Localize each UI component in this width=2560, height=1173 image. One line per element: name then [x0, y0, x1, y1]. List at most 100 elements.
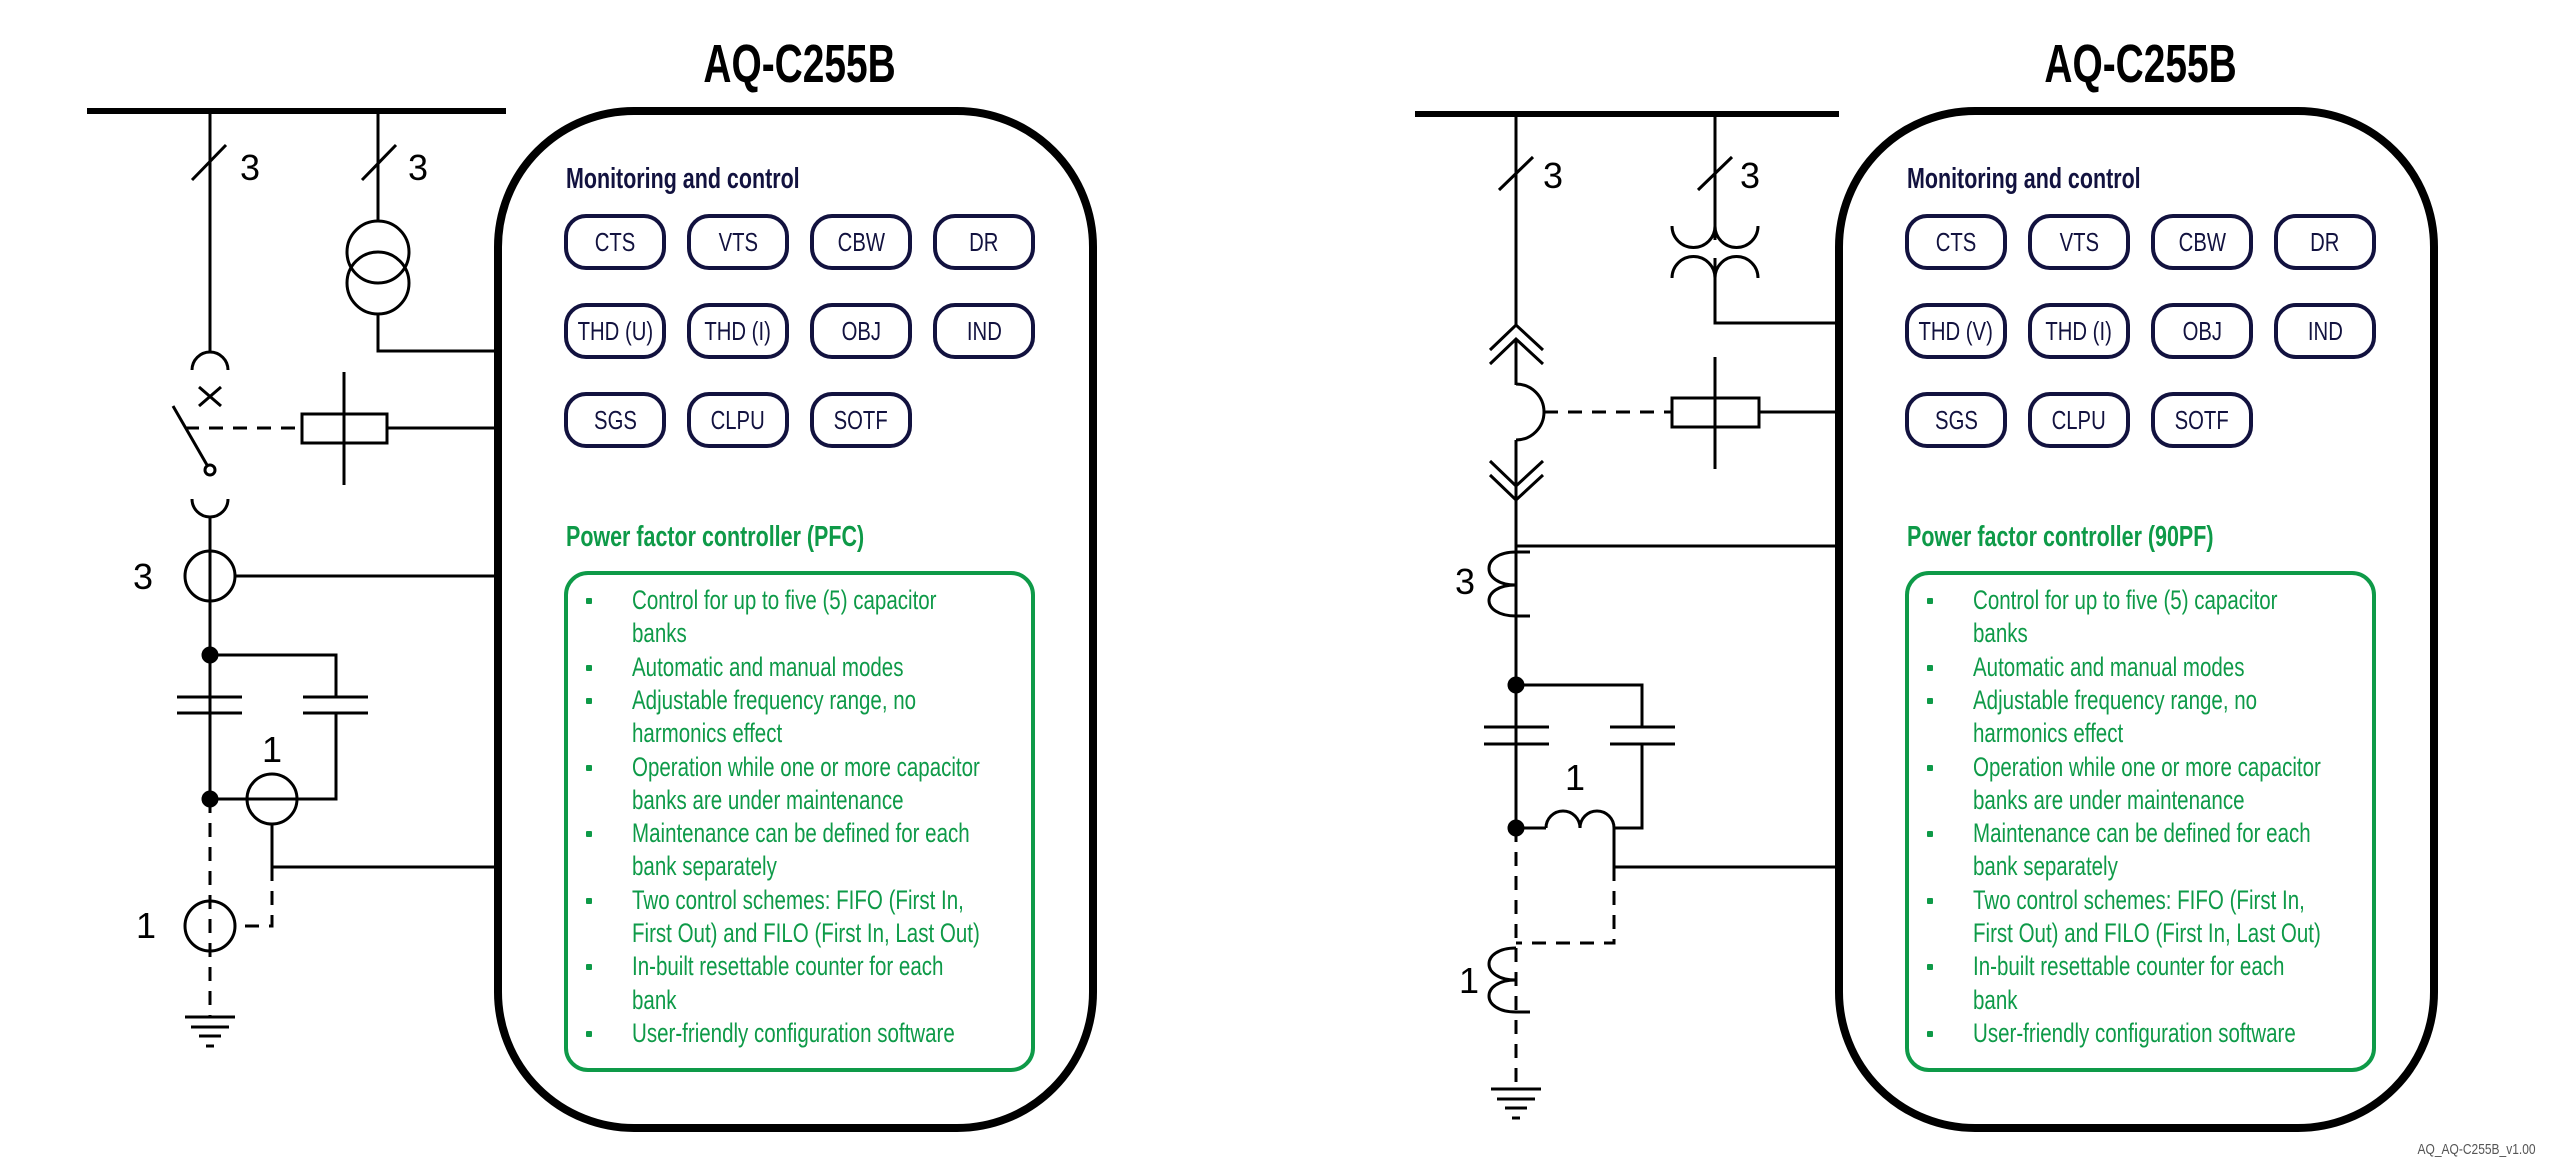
vt-wire: [1713, 258, 1839, 325]
bullet-icon: [586, 697, 592, 704]
ct-phase-label: 3: [1455, 561, 1475, 602]
function-button-label: OBJ: [2182, 315, 2222, 346]
device-title-text: AQ-C255B: [2044, 34, 2237, 94]
feature-item-line: Control for up to five (5) capacitor: [1973, 585, 2278, 615]
feature-item-line: In-built resettable counter for each: [632, 951, 944, 982]
feeder-phase-label: 3: [240, 147, 260, 188]
function-button-label: DR: [969, 226, 999, 257]
neutral-ct-label: 1: [1459, 960, 1479, 1001]
feature-item-line: User-friendly configuration software: [1973, 1017, 2296, 1048]
cross-icon: [198, 385, 222, 408]
bullet-icon: [586, 897, 592, 904]
function-button-vts[interactable]: VTS: [687, 214, 789, 270]
neutral-ct-icon: [183, 899, 237, 953]
feature-item-line: harmonics effect: [632, 718, 783, 749]
capacitor-icon: [177, 695, 368, 715]
feature-item-line: Control for up to five (5) capacitor: [632, 585, 937, 615]
function-button-label: CLPU: [2051, 404, 2107, 435]
feature-item-line: banks are under maintenance: [632, 784, 904, 815]
current-transformer-icon: [1487, 550, 1530, 618]
function-button-ind[interactable]: IND: [933, 303, 1035, 359]
function-button-label: CLPU: [710, 404, 766, 435]
bullet-icon: [586, 598, 592, 604]
device-frame: [1835, 107, 2438, 1132]
function-button-thd-i[interactable]: THD (I): [687, 303, 789, 359]
ground-icon: [185, 1015, 235, 1048]
bullet-icon: [586, 831, 592, 838]
function-button-label: SGS: [1934, 404, 1978, 435]
function-button-label: VTS: [718, 226, 758, 257]
left-schematic: 3 3 3 1 1: [87, 108, 506, 1048]
function-button-label: THD (I): [704, 315, 772, 346]
bullet-icon: [1927, 664, 1933, 671]
feature-item-line: First Out) and FILO (First In, Last Out): [632, 918, 980, 948]
ct-link-dashed: [235, 867, 274, 928]
function-button-cbw[interactable]: CBW: [810, 214, 912, 270]
breaker-icon: [1515, 382, 1546, 442]
feature-item-line: User-friendly configuration software: [632, 1017, 955, 1048]
function-button-cts[interactable]: CTS: [1905, 214, 2007, 270]
function-button-clpu[interactable]: CLPU: [687, 392, 789, 448]
function-button-obj[interactable]: OBJ: [2151, 303, 2253, 359]
feature-item-line: bank: [1973, 984, 2018, 1015]
function-button-label: IND: [966, 315, 1002, 346]
function-button-label: VTS: [2059, 226, 2099, 257]
vt-wire: [376, 314, 498, 353]
function-button-label: OBJ: [841, 315, 881, 346]
bullet-icon: [586, 1030, 592, 1037]
function-button-thd-i[interactable]: THD (I): [2028, 303, 2130, 359]
feature-item-line: bank separately: [1973, 851, 2118, 882]
function-button-sotf[interactable]: SOTF: [2151, 392, 2253, 448]
feature-item-line: Automatic and manual modes: [1973, 651, 2245, 682]
feeder-phase-label: 3: [1543, 155, 1563, 196]
function-button-label: DR: [2310, 226, 2340, 257]
feature-item-line: bank separately: [632, 851, 777, 882]
monitoring-heading: Monitoring and control: [566, 163, 800, 195]
function-button-cbw[interactable]: CBW: [2151, 214, 2253, 270]
function-button-obj[interactable]: OBJ: [810, 303, 912, 359]
function-button-label: THD (V): [1918, 315, 1994, 346]
feature-item-line: Operation while one or more capacitor: [1973, 751, 2321, 782]
function-button-dr[interactable]: DR: [2274, 214, 2376, 270]
bullet-icon: [1927, 897, 1933, 904]
function-button-dr[interactable]: DR: [933, 214, 1035, 270]
function-button-label: SGS: [593, 404, 637, 435]
function-button-ind[interactable]: IND: [2274, 303, 2376, 359]
function-button-sgs[interactable]: SGS: [564, 392, 666, 448]
feature-item-line: bank: [632, 984, 677, 1015]
feature-item-line: First Out) and FILO (First In, Last Out): [1973, 918, 2321, 948]
feature-item-line: banks are under maintenance: [1973, 784, 2245, 815]
function-button-thd-v[interactable]: THD (V): [1905, 303, 2007, 359]
withdrawable-connector-icon: [190, 498, 230, 519]
bullet-icon: [1927, 964, 1933, 971]
phase-slash: [1497, 155, 1535, 192]
function-button-sgs[interactable]: SGS: [1905, 392, 2007, 448]
device-title: AQ-C255B: [1839, 33, 2442, 95]
function-button-label: SOTF: [833, 404, 889, 435]
bullet-icon: [586, 764, 592, 771]
function-button-thd-u[interactable]: THD (U): [564, 303, 666, 359]
bullet-icon: [586, 664, 592, 671]
phase-slash: [190, 143, 228, 182]
function-button-clpu[interactable]: CLPU: [2028, 392, 2130, 448]
function-button-label: CTS: [594, 226, 636, 257]
function-button-sotf[interactable]: SOTF: [810, 392, 912, 448]
neutral-ct-label: 1: [136, 905, 156, 946]
feature-item-line: Automatic and manual modes: [632, 651, 904, 682]
pfc-heading: Power factor controller (90PF): [1907, 521, 2214, 553]
vt-phase-label: 3: [408, 147, 428, 188]
bullet-icon: [586, 964, 592, 971]
right-schematic: 3 3 3 1: [1415, 111, 1839, 1120]
ct-wire: [270, 824, 498, 869]
function-button-label: SOTF: [2174, 404, 2230, 435]
function-button-label: THD (I): [2045, 315, 2113, 346]
feature-item-line: banks: [1973, 618, 2028, 649]
bullet-icon: [1927, 831, 1933, 838]
function-button-vts[interactable]: VTS: [2028, 214, 2130, 270]
monitoring-heading: Monitoring and control: [1907, 163, 2141, 195]
function-button-cts[interactable]: CTS: [564, 214, 666, 270]
voltage-transformer-icon: [345, 219, 411, 285]
